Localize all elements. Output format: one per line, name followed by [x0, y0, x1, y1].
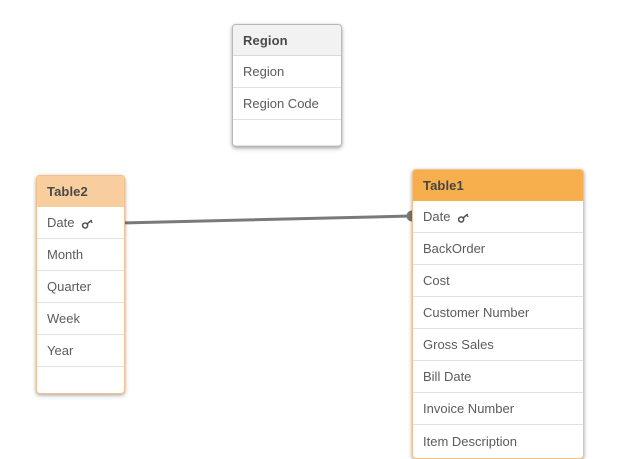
- field-row[interactable]: Region Code: [233, 88, 341, 120]
- field-row[interactable]: Date: [37, 207, 124, 239]
- table-footer-row: [37, 367, 124, 393]
- table-card-table2[interactable]: Table2 Date Month Quarter Week: [36, 175, 125, 394]
- field-label: Region: [243, 64, 285, 79]
- key-icon: [81, 217, 94, 230]
- field-row[interactable]: Gross Sales: [413, 329, 583, 361]
- key-icon: [457, 211, 470, 224]
- field-label: Date: [423, 209, 451, 224]
- field-label: Item Description: [423, 433, 517, 449]
- table-card-table1[interactable]: Table1 Date BackOrder Cost Customer Numb…: [412, 169, 584, 459]
- field-label: Gross Sales: [423, 337, 494, 352]
- field-label: Quarter: [47, 279, 92, 294]
- field-label: BackOrder: [423, 241, 486, 256]
- field-row[interactable]: Year: [37, 335, 124, 367]
- field-label: Date: [47, 215, 75, 230]
- field-row[interactable]: Item Description: [413, 425, 583, 457]
- field-label: Week: [47, 311, 80, 326]
- field-label: Year: [47, 343, 74, 358]
- association-line-table2-table1[interactable]: [118, 214, 414, 225]
- field-label: Bill Date: [423, 369, 472, 384]
- field-row[interactable]: Invoice Number: [413, 393, 583, 425]
- field-row[interactable]: Quarter: [37, 271, 124, 303]
- field-row[interactable]: BackOrder: [413, 233, 583, 265]
- field-label: Customer Number: [423, 305, 530, 320]
- field-row[interactable]: Cost: [413, 265, 583, 297]
- table-title-table1: Table1: [413, 170, 583, 201]
- field-label: Region Code: [243, 96, 319, 111]
- field-row[interactable]: Region: [233, 56, 341, 88]
- table-title-table2: Table2: [37, 176, 124, 207]
- field-row[interactable]: Customer Number: [413, 297, 583, 329]
- field-row[interactable]: Bill Date: [413, 361, 583, 393]
- field-label: Invoice Number: [423, 401, 515, 416]
- field-label: Cost: [423, 273, 450, 288]
- field-label: Month: [47, 247, 84, 262]
- field-row[interactable]: Week: [37, 303, 124, 335]
- table-title-region: Region: [233, 25, 341, 56]
- table-footer-row: [233, 120, 341, 146]
- field-row[interactable]: Month: [37, 239, 124, 271]
- table-card-region[interactable]: Region Region Region Code: [232, 24, 342, 147]
- field-row[interactable]: Date: [413, 201, 583, 233]
